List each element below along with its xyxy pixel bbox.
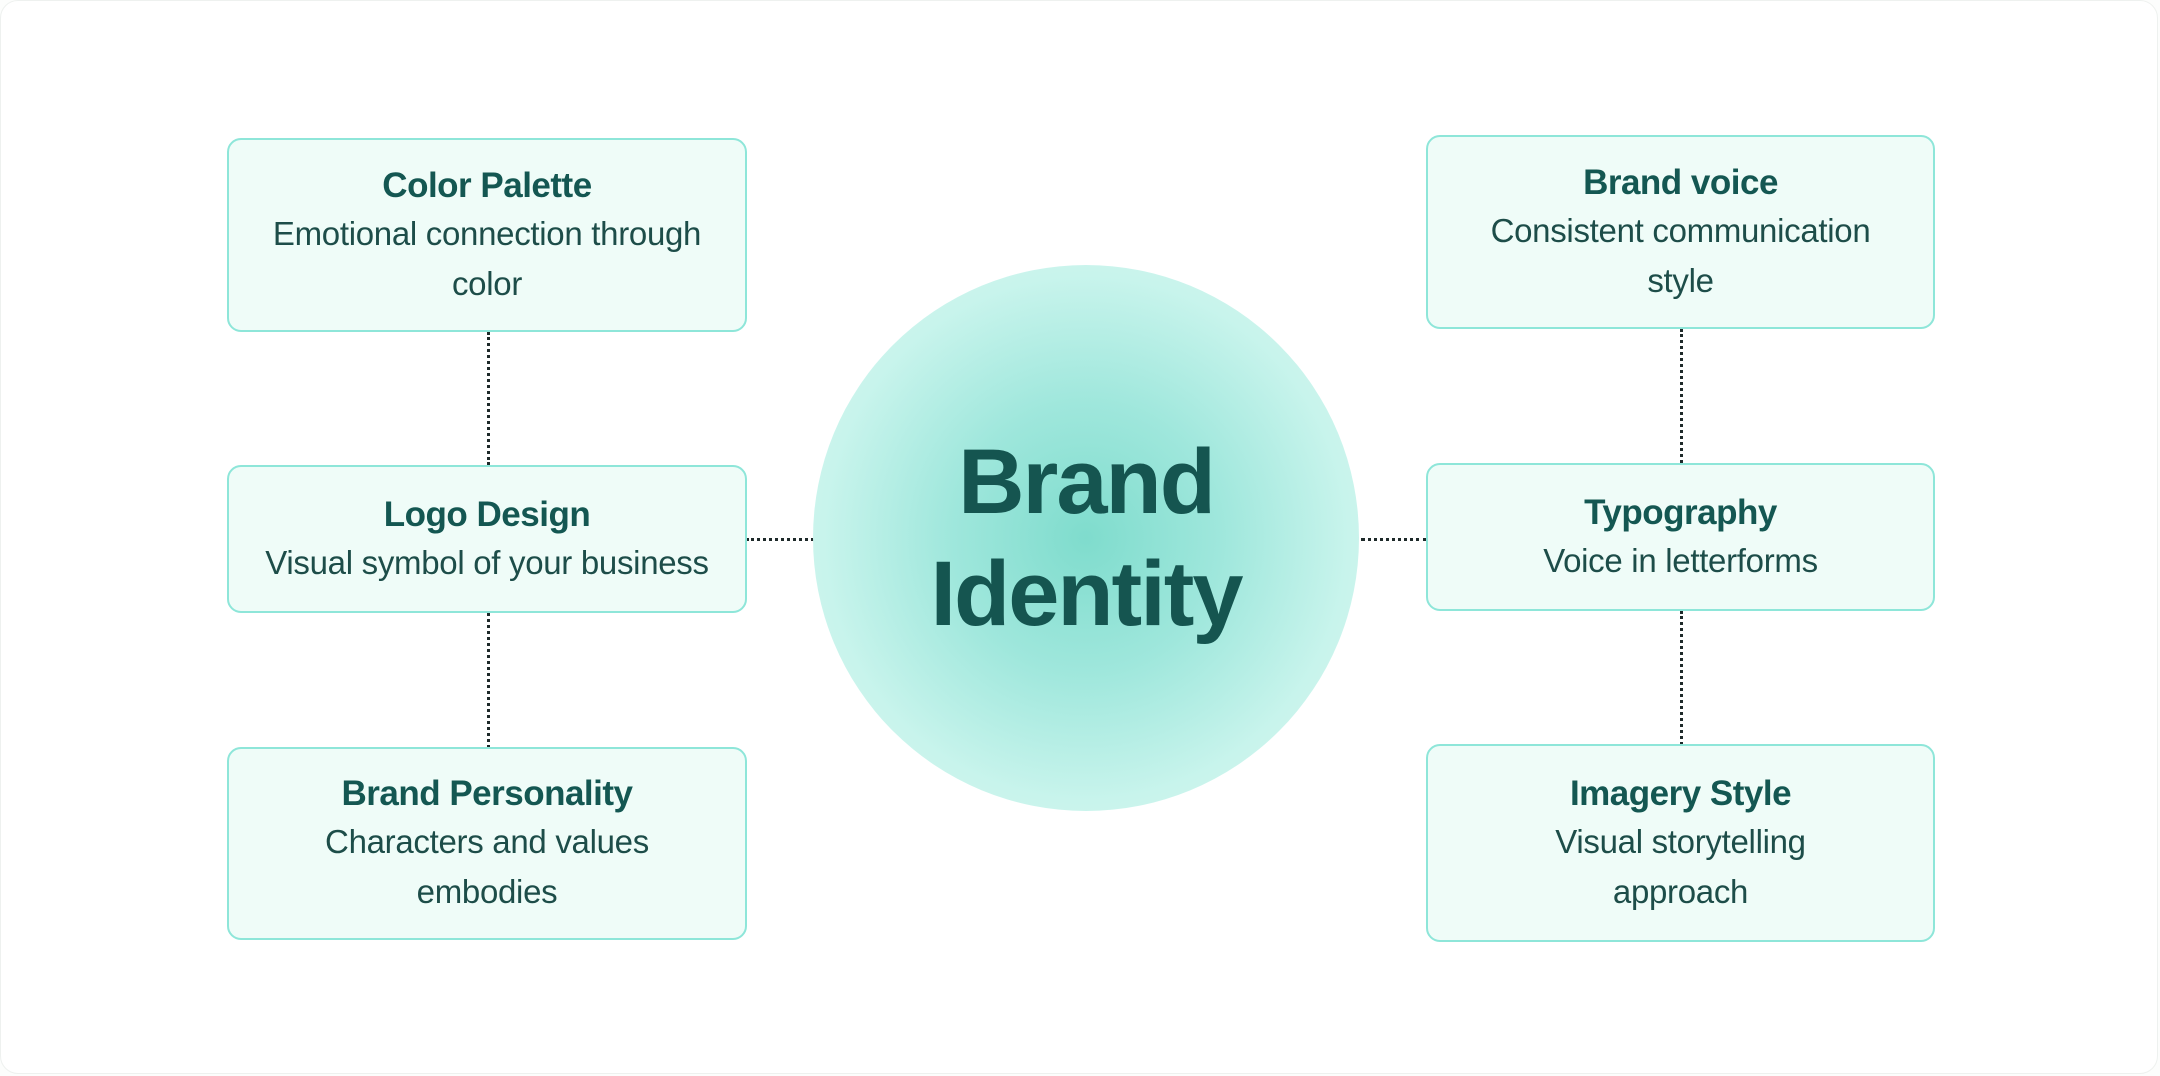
node-title: Brand Personality (341, 774, 633, 813)
node-brand-voice: Brand voice Consistent communication sty… (1426, 135, 1935, 329)
connector-hub-to-typography (1361, 538, 1427, 541)
node-title: Color Palette (382, 165, 592, 205)
node-brand-personality: Brand Personality Characters and values … (227, 747, 747, 940)
node-color-palette: Color Palette Emotional connection throu… (227, 138, 747, 332)
node-description: Visual storytelling approach (1555, 822, 1806, 910)
connector-brand-voice-to-typography (1680, 329, 1683, 463)
node-description: Characters and values embodies (325, 823, 649, 910)
node-description: Visual symbol of your business (265, 543, 709, 581)
node-description: Voice in letterforms (1543, 541, 1818, 579)
brand-identity-hub: Brand Identity (813, 265, 1359, 811)
node-description: Emotional connection through color (272, 214, 702, 302)
node-title: Logo Design (383, 494, 591, 534)
connector-color-palette-to-logo-design (487, 332, 490, 465)
node-logo-design: Logo Design Visual symbol of your busine… (227, 465, 747, 613)
node-typography: Typography Voice in letterforms (1426, 463, 1935, 611)
connector-logo-design-to-hub (746, 538, 814, 541)
connector-typography-to-imagery-style (1680, 611, 1683, 745)
connector-logo-design-to-brand-personality (487, 613, 490, 748)
node-title: Typography (1584, 492, 1777, 532)
node-title: Imagery Style (1569, 773, 1792, 813)
node-description: Consistent communication style (1490, 211, 1871, 299)
node-title: Brand voice (1583, 162, 1778, 202)
node-imagery-style: Imagery Style Visual storytelling approa… (1426, 744, 1935, 942)
hub-title: Brand Identity (930, 431, 1243, 645)
